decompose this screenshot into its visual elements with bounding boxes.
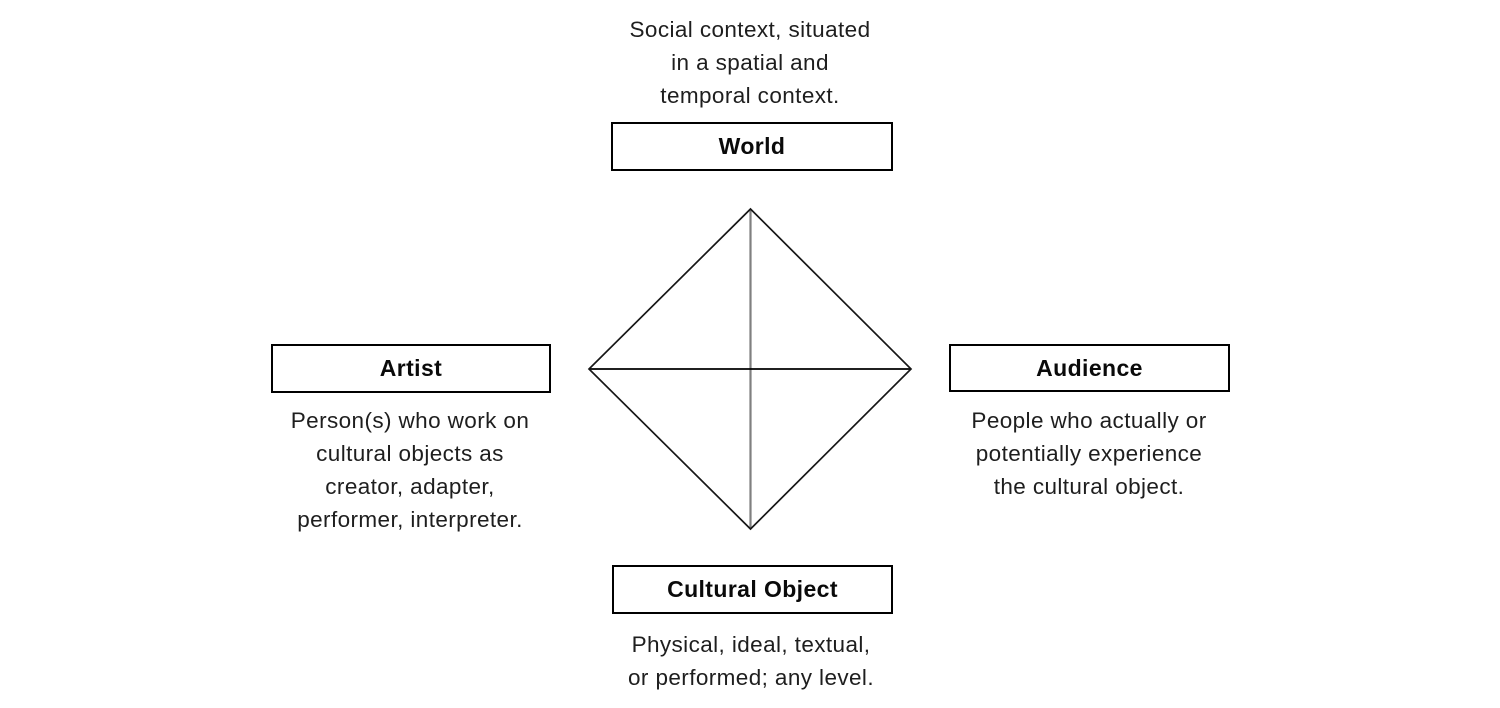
audience-caption-line: potentially experience: [975, 441, 1203, 466]
cultural-object-caption-line: or performed; any level.: [628, 665, 874, 690]
artist-node-box: Artist: [271, 344, 551, 393]
artist-caption: Person(s) who work on cultural objects a…: [250, 404, 570, 536]
diamond-outline: [587, 207, 913, 531]
cultural-object-node-label: Cultural Object: [667, 576, 838, 602]
artist-caption-line: Person(s) who work on: [290, 408, 530, 433]
world-caption: Social context, situated in a spatial an…: [550, 13, 950, 112]
artist-node-label: Artist: [379, 355, 443, 381]
world-node-box: World: [611, 122, 893, 171]
world-caption-line: in a spatial and: [671, 50, 829, 75]
cultural-object-node-box: Cultural Object: [612, 565, 893, 614]
audience-caption: People who actually or potentially exper…: [929, 404, 1249, 503]
cultural-object-caption-line: Physical, ideal, textual,: [631, 632, 871, 657]
world-node-label: World: [718, 133, 786, 159]
cultural-object-caption: Physical, ideal, textual, or performed; …: [551, 628, 951, 694]
artist-caption-line: performer, interpreter.: [297, 507, 523, 532]
audience-caption-line: the cultural object.: [993, 474, 1185, 499]
audience-caption-line: People who actually or: [971, 408, 1207, 433]
world-caption-line: temporal context.: [660, 83, 840, 108]
artist-caption-line: cultural objects as: [316, 441, 504, 466]
world-caption-line: Social context, situated: [629, 17, 871, 42]
audience-node-box: Audience: [949, 344, 1230, 392]
audience-node-label: Audience: [1036, 354, 1143, 381]
artist-caption-line: creator, adapter,: [325, 474, 495, 499]
